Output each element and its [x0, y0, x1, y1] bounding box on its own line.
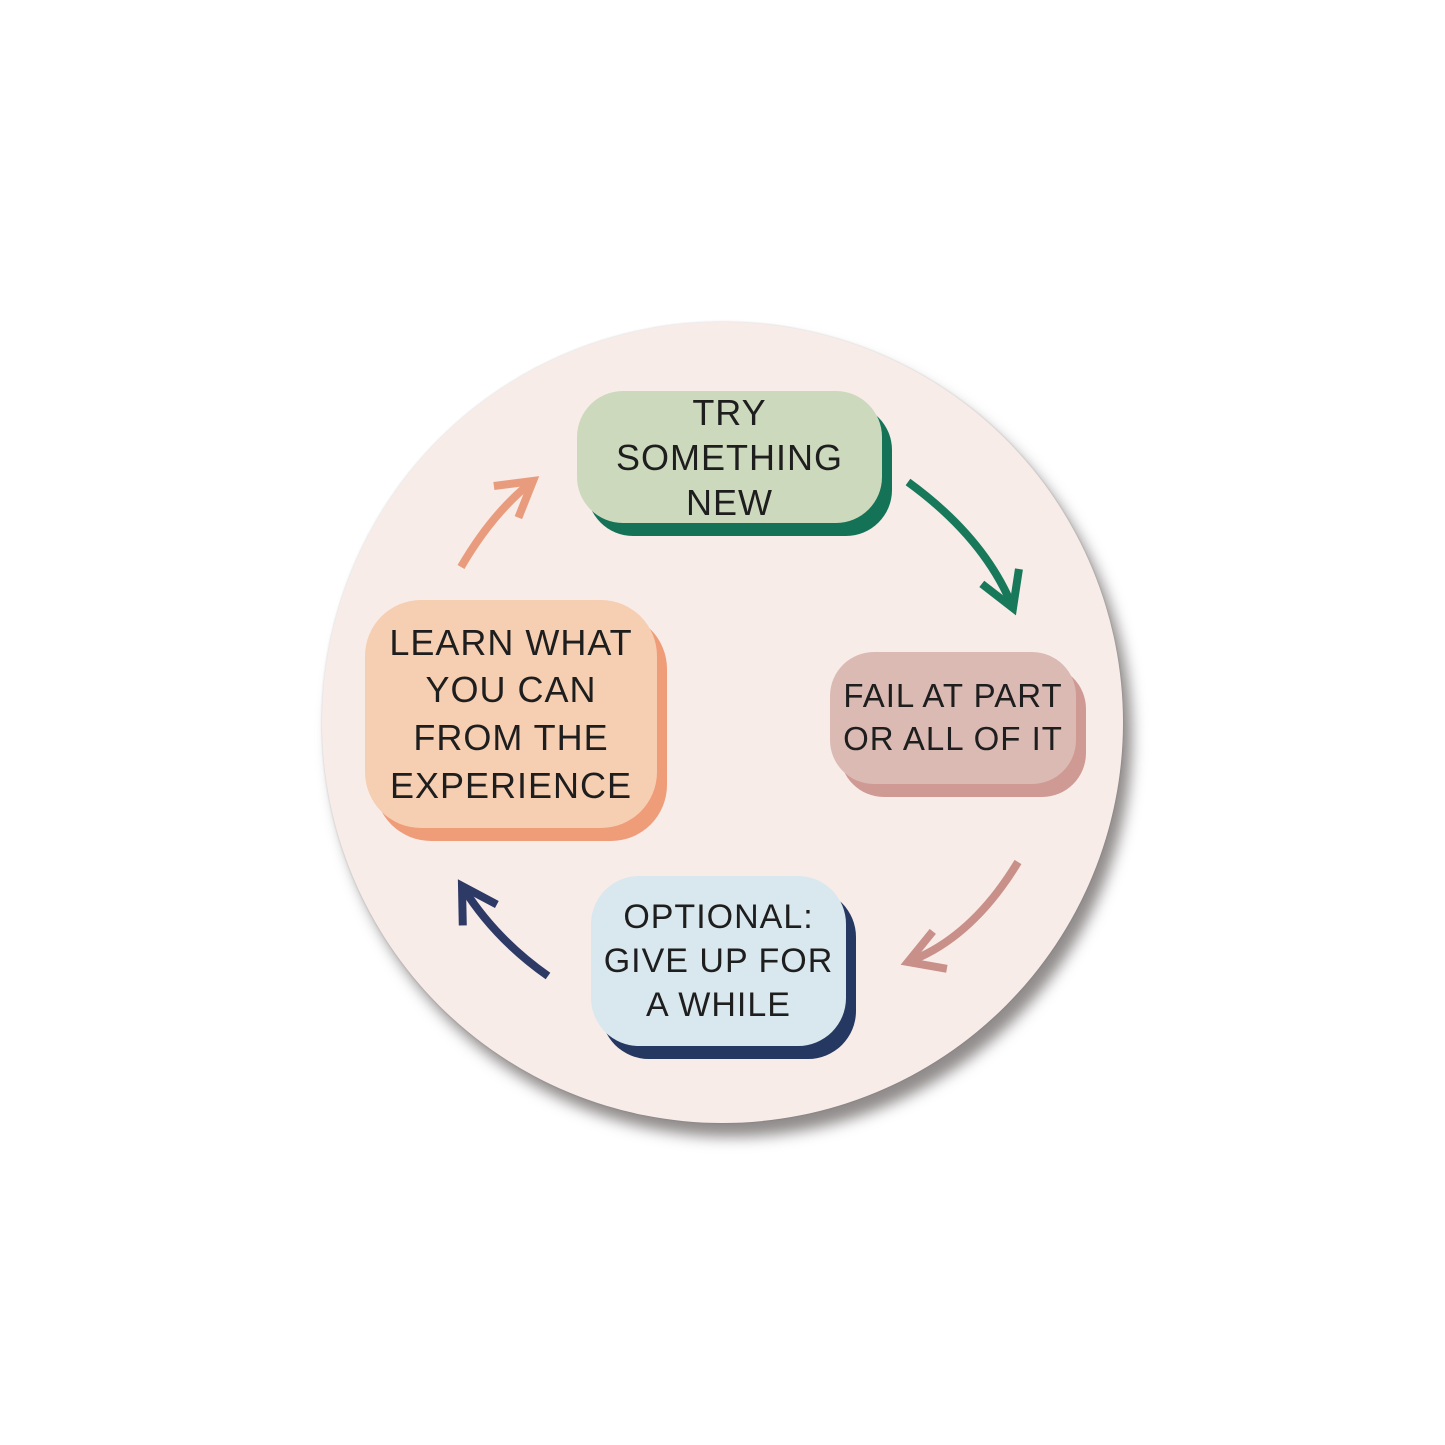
node-label-line: EXPERIENCE	[389, 764, 633, 806]
node-label-line: GIVE UP FOR	[603, 941, 834, 980]
node-label-line: OR ALL OF IT	[843, 720, 1063, 757]
node-label-line: A WHILE	[646, 986, 791, 1025]
node-label-line: FAIL AT PART	[843, 677, 1063, 715]
node-fail-at-part-or-all: FAIL AT PART OR ALL OF IT	[830, 652, 1076, 784]
node-optional-give-up: OPTIONAL: GIVE UP FOR A WHILE	[591, 876, 846, 1046]
node-label-line: FROM THE	[413, 717, 609, 758]
node-label-line: LEARN WHAT	[389, 621, 633, 663]
node-label-line: YOU CAN	[425, 669, 597, 711]
node-learn-from-experience: LEARN WHAT YOU CAN FROM THE EXPERIENCE	[365, 600, 657, 828]
node-label-line: TRY SOMETHING	[615, 391, 843, 478]
node-label-line: NEW	[686, 481, 773, 523]
node-try-something-new: TRY SOMETHING NEW	[577, 391, 882, 523]
node-label-line: OPTIONAL:	[623, 897, 814, 936]
